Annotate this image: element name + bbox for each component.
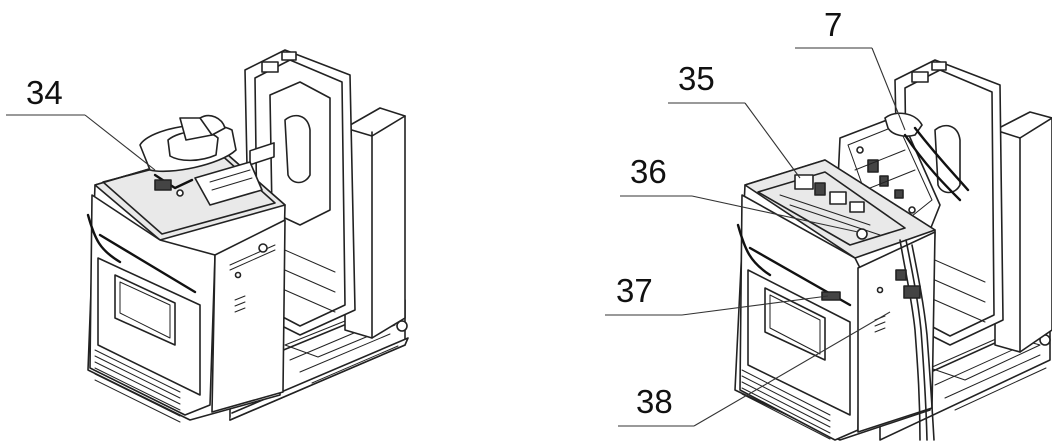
left-right-column (344, 107, 406, 339)
callout-label-35: 35 (678, 60, 715, 97)
left-view-truck (86, 49, 409, 423)
callout-7: 7 (795, 6, 906, 131)
callout-label-7: 7 (824, 6, 842, 43)
left-grille (94, 349, 181, 423)
callout-36: 36 (620, 153, 859, 233)
left-tiller-head (139, 114, 263, 206)
right-tiller-parts (884, 112, 970, 202)
callout-label-36: 36 (630, 153, 667, 190)
callout-37: 37 (605, 272, 829, 316)
right-view-truck (734, 59, 1052, 441)
right-cable-harness (895, 239, 935, 441)
callout-38: 38 (618, 311, 891, 427)
callout-label-37: 37 (616, 272, 653, 309)
callout-34: 34 (6, 74, 156, 171)
callout-label-38: 38 (636, 383, 673, 420)
callout-label-34: 34 (26, 74, 63, 111)
callout-35: 35 (668, 60, 801, 179)
